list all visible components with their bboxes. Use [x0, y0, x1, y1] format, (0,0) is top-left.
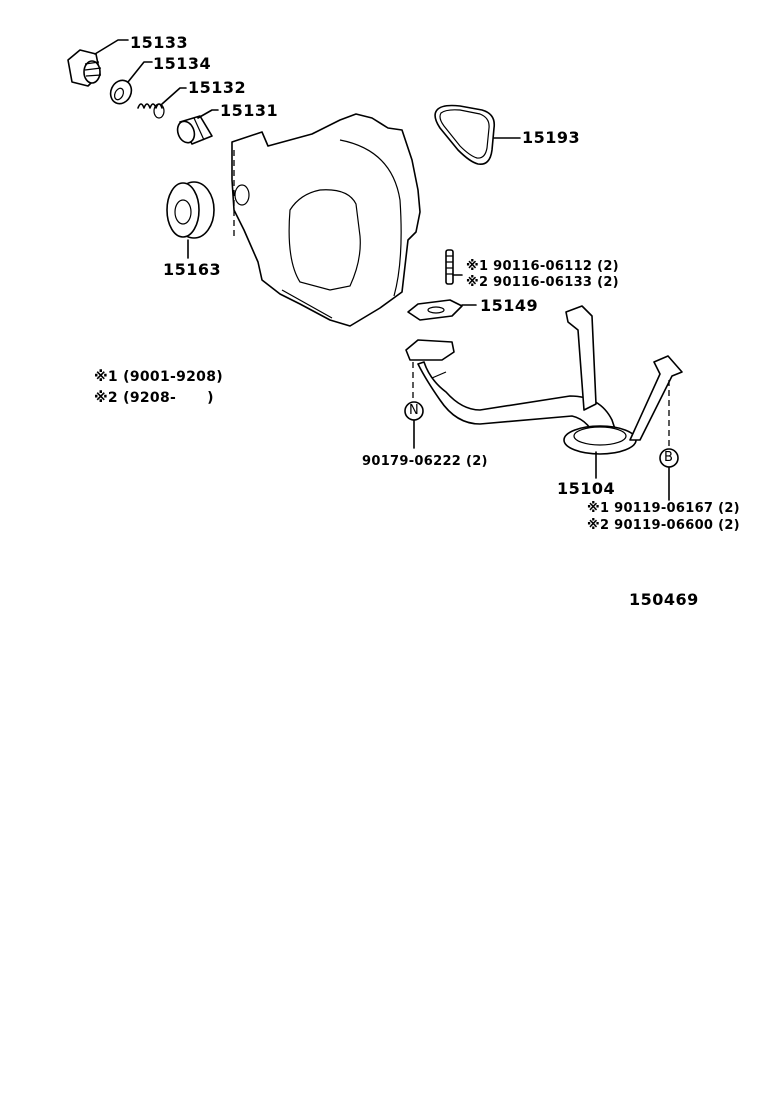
figure-number: 150469 — [629, 590, 699, 609]
gasket-15134-icon — [109, 61, 153, 105]
bolt-b-marker — [659, 380, 679, 501]
part-label-15131[interactable]: 15131 — [220, 101, 279, 120]
stud-callout-line2[interactable]: ※2 90116-06133 (2) — [466, 275, 619, 290]
stud-callout-line1[interactable]: ※1 90116-06112 (2) — [466, 259, 619, 274]
nut-callout-text[interactable]: 90179-06222 (2) — [362, 454, 488, 469]
bolt-callout-line1[interactable]: ※1 90119-06167 (2) — [587, 501, 740, 516]
gasket-15149-icon — [407, 299, 477, 321]
nut-n-letter: N — [409, 403, 420, 418]
part-label-15133[interactable]: 15133 — [130, 33, 189, 52]
spring-15132-icon — [137, 87, 187, 119]
legend-line1: ※1 (9001-9208) — [94, 369, 223, 385]
rotor-15163-icon — [166, 181, 215, 259]
oil-strainer-15104-icon — [405, 305, 683, 479]
part-label-15193[interactable]: 15193 — [522, 128, 581, 147]
part-label-15149[interactable]: 15149 — [480, 296, 539, 315]
plug-bolt-15133-icon — [67, 39, 129, 87]
timing-cover-icon — [231, 113, 421, 327]
gasket-15193-icon — [434, 104, 521, 166]
bolt-callout-line2[interactable]: ※2 90119-06600 (2) — [587, 518, 740, 533]
nut-n-marker — [404, 362, 424, 449]
stud-bolt-icon — [445, 249, 463, 285]
legend-line2: ※2 (9208- ) — [94, 390, 214, 406]
part-label-15163[interactable]: 15163 — [163, 260, 222, 279]
part-label-15104[interactable]: 15104 — [557, 479, 616, 498]
bolt-b-letter: B — [664, 450, 674, 465]
part-label-15134[interactable]: 15134 — [153, 54, 212, 73]
part-label-15132[interactable]: 15132 — [188, 78, 247, 97]
relief-valve-15131-icon — [176, 109, 219, 145]
